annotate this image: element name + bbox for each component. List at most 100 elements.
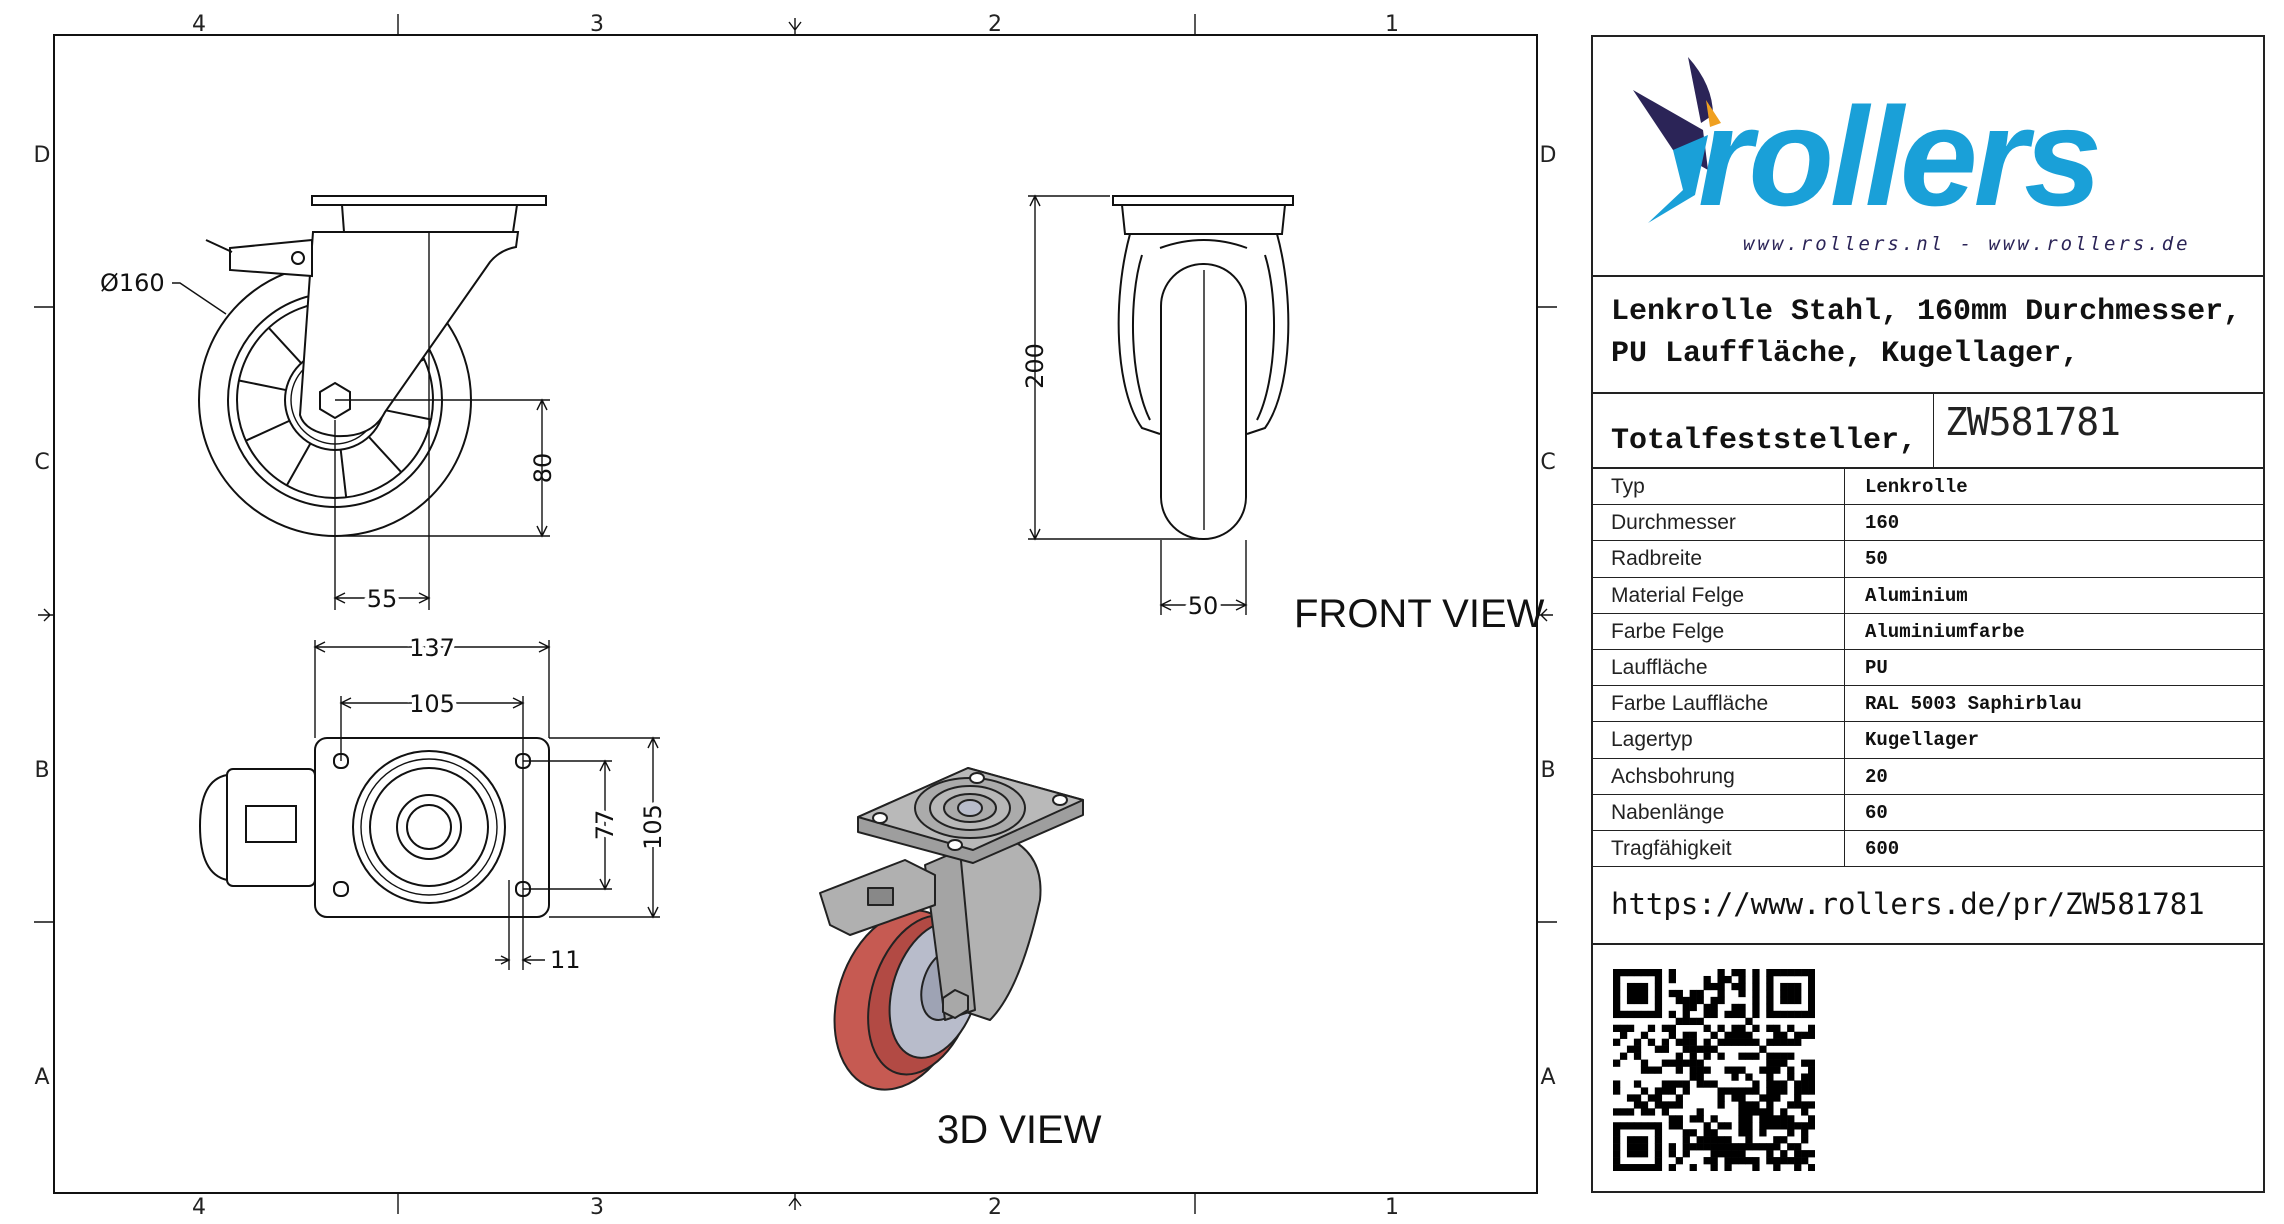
qr-module <box>1808 996 1815 1005</box>
qr-module <box>1808 1164 1815 1171</box>
qr-module <box>1794 996 1802 1005</box>
qr-module <box>1703 1003 1711 1012</box>
qr-module <box>1703 1010 1711 1019</box>
qr-module <box>1787 1010 1795 1019</box>
qr-module <box>1689 1129 1697 1137</box>
qr-module <box>1717 1024 1725 1032</box>
qr-module <box>1668 1031 1676 1039</box>
qr-module <box>1626 1024 1635 1032</box>
qr-module <box>1703 1143 1711 1151</box>
qr-module <box>1766 1108 1774 1116</box>
iso-view <box>819 767 1084 1091</box>
qr-module <box>1668 1150 1676 1158</box>
qr-module <box>1808 1080 1815 1088</box>
qr-module <box>1710 1115 1718 1123</box>
qr-module <box>1738 1066 1746 1074</box>
qr-module <box>1759 1066 1767 1074</box>
qr-module <box>1794 1101 1802 1109</box>
description-line-3: Totalfeststeller, <box>1611 424 1918 458</box>
qr-module <box>1787 1115 1795 1123</box>
qr-module <box>1710 996 1718 1005</box>
spec-divider <box>1844 649 1845 686</box>
qr-module <box>1801 1010 1809 1019</box>
spec-label: Material Felge <box>1611 583 1745 607</box>
qr-module <box>1787 996 1795 1005</box>
spec-divider <box>1844 541 1845 577</box>
qr-module <box>1766 1059 1774 1067</box>
qr-module <box>1808 1073 1815 1081</box>
dim-hole-spacing-width: 77 <box>591 810 619 841</box>
qr-module <box>1626 1094 1635 1102</box>
logo-bird-tail-icon <box>1688 57 1713 123</box>
product-url[interactable]: https://www.rollers.de/pr/ZW581781 <box>1611 887 2205 921</box>
qr-module <box>1703 1024 1711 1032</box>
qr-module <box>1626 1045 1635 1053</box>
qr-module <box>1633 1010 1642 1019</box>
spec-value: Kugellager <box>1865 729 1980 752</box>
qr-module <box>1654 1164 1663 1171</box>
qr-module <box>1794 1150 1802 1158</box>
qr-module <box>1696 1073 1704 1081</box>
qr-module <box>1780 1136 1788 1144</box>
iso-view-label: 3D VIEW <box>937 1108 1102 1152</box>
title-block: rollers www.rollers.nl - www.rollers.de … <box>1591 35 2265 1193</box>
qr-module <box>1626 1136 1635 1144</box>
qr-module <box>1808 989 1815 998</box>
qr-module <box>1738 1157 1746 1165</box>
qr-module <box>1738 1143 1746 1151</box>
qr-module <box>1773 1157 1781 1165</box>
zone-col-2-bottom: 2 <box>988 1195 1002 1220</box>
qr-module <box>1703 1129 1711 1137</box>
spec-value: 50 <box>1865 548 1888 571</box>
qr-module <box>1682 1136 1690 1144</box>
qr-module <box>1710 1129 1718 1137</box>
qr-code[interactable] <box>1613 969 1815 1171</box>
qr-module <box>1654 1003 1663 1012</box>
qr-module <box>1668 989 1676 998</box>
qr-module <box>1787 1038 1795 1046</box>
qr-module <box>1808 982 1815 991</box>
qr-module <box>1780 1115 1788 1123</box>
qr-module <box>1640 1143 1649 1151</box>
qr-module <box>1752 1164 1760 1171</box>
qr-module <box>1682 1003 1690 1012</box>
qr-module <box>1717 1038 1725 1046</box>
qr-module <box>1647 1094 1656 1102</box>
qr-module <box>1619 1024 1628 1032</box>
qr-module <box>1787 1073 1795 1081</box>
qr-module <box>1640 1150 1649 1158</box>
qr-module <box>1752 982 1760 991</box>
qr-module <box>1794 1164 1802 1171</box>
qr-module <box>1766 1150 1774 1158</box>
qr-module <box>1766 1080 1774 1088</box>
qr-module <box>1745 1017 1753 1026</box>
qr-module <box>1696 1108 1704 1116</box>
qr-module <box>1773 1059 1781 1067</box>
qr-module <box>1661 1045 1670 1053</box>
qr-module <box>1724 1038 1732 1046</box>
dim-hole-diameter: 11 <box>550 946 581 974</box>
qr-module <box>1717 982 1725 991</box>
qr-module <box>1696 1080 1704 1088</box>
spec-label: Lauffläche <box>1611 655 1708 679</box>
qr-module <box>1626 969 1635 977</box>
qr-module <box>1808 1150 1815 1158</box>
qr-module <box>1619 1122 1628 1130</box>
qr-module <box>1787 1101 1795 1109</box>
qr-module <box>1766 975 1774 984</box>
qr-module <box>1613 1122 1621 1130</box>
qr-module <box>1613 1010 1621 1019</box>
dim-plate-width: 105 <box>639 804 667 850</box>
qr-module <box>1738 1115 1746 1123</box>
qr-module <box>1808 1115 1815 1123</box>
qr-module <box>1647 969 1656 977</box>
qr-module <box>1759 1129 1767 1137</box>
qr-module <box>1724 1143 1732 1151</box>
qr-module <box>1745 1052 1753 1060</box>
qr-module <box>1731 1157 1739 1165</box>
qr-module <box>1696 989 1704 998</box>
description: Lenkrolle Stahl, 160mm Durchmesser, PU L… <box>1593 277 2263 394</box>
